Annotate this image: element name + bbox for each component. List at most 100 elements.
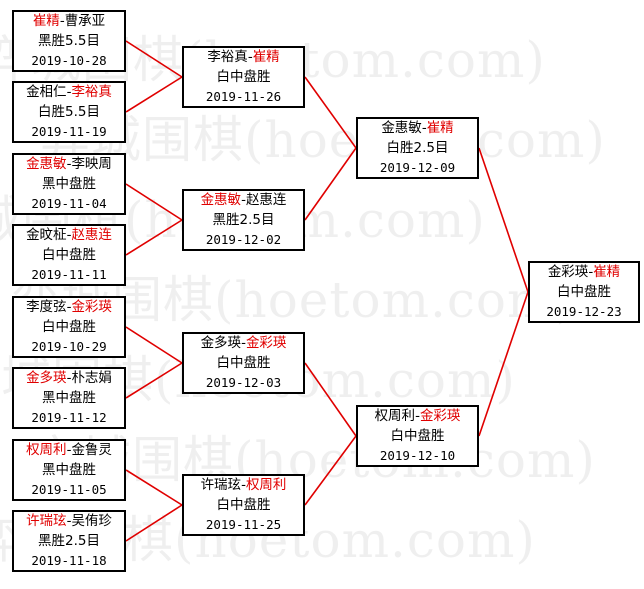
match-result: 白胜5.5目 xyxy=(38,104,100,120)
match-box: 金惠敏-李映周 黑中盘胜 2019-11-04 xyxy=(12,153,126,215)
player-black: 李裕真 xyxy=(207,49,248,65)
players: 权周利-金鲁灵 xyxy=(26,442,112,458)
connector-line xyxy=(125,469,183,506)
connector-line xyxy=(304,147,357,221)
match-date: 2019-11-26 xyxy=(205,89,282,104)
match-date: 2019-12-09 xyxy=(379,160,456,175)
match-box: 权周利-金鲁灵 黑中盘胜 2019-11-05 xyxy=(12,439,126,501)
player-white: 金彩瑛 xyxy=(71,299,112,315)
match-box: 许瑞玹-权周利 白中盘胜 2019-11-25 xyxy=(182,474,305,536)
player-white: 赵惠连 xyxy=(71,227,112,243)
match-box: 金相仁-李裕真 白胜5.5目 2019-11-19 xyxy=(12,81,126,143)
match-result: 黑胜2.5目 xyxy=(212,212,275,228)
match-result: 白中盘胜 xyxy=(216,497,271,513)
match-date: 2019-10-28 xyxy=(31,53,107,68)
player-black: 金多瑛 xyxy=(26,370,67,386)
player-white: 金彩瑛 xyxy=(419,408,461,424)
player-white: 权周利 xyxy=(245,477,287,493)
connector-line xyxy=(125,326,183,364)
players: 崔精-曹承亚 xyxy=(32,13,106,29)
connector-line xyxy=(125,362,183,399)
player-white: 李裕真 xyxy=(71,84,112,100)
match-box: 金惠敏-赵惠连 黑胜2.5目 2019-12-02 xyxy=(182,189,305,251)
players: 许瑞玹-权周利 xyxy=(200,477,287,493)
connector-line xyxy=(478,147,529,293)
player-black: 金相仁 xyxy=(26,84,67,100)
players: 金彩瑛-崔精 xyxy=(547,264,621,280)
connector-line xyxy=(125,219,183,256)
players: 许瑞玹-吴侑珍 xyxy=(26,513,112,529)
match-date: 2019-12-23 xyxy=(546,304,622,319)
player-black: 金旼柾 xyxy=(26,227,67,243)
match-date: 2019-11-19 xyxy=(31,124,107,139)
match-result: 白中盘胜 xyxy=(390,428,445,444)
match-result: 白中盘胜 xyxy=(42,319,96,335)
match-date: 2019-10-29 xyxy=(31,339,107,354)
match-box: 李度弦-金彩瑛 白中盘胜 2019-10-29 xyxy=(12,296,126,358)
player-black: 崔精 xyxy=(32,13,60,29)
player-white: 金彩瑛 xyxy=(245,335,287,351)
match-date: 2019-12-02 xyxy=(205,232,282,247)
players: 李裕真-崔精 xyxy=(207,49,280,65)
players: 金惠敏-李映周 xyxy=(26,156,112,172)
players: 李度弦-金彩瑛 xyxy=(26,299,112,315)
player-black: 金彩瑛 xyxy=(547,264,589,280)
match-date: 2019-11-04 xyxy=(31,196,107,211)
match-date: 2019-11-25 xyxy=(205,517,282,532)
match-box: 金多瑛-金彩瑛 白中盘胜 2019-12-03 xyxy=(182,332,305,394)
player-black: 金惠敏 xyxy=(26,156,67,172)
connector-line xyxy=(304,362,357,437)
match-result: 白中盘胜 xyxy=(557,284,611,300)
connector-line xyxy=(125,40,183,78)
match-result: 黑胜2.5目 xyxy=(38,533,100,549)
player-black: 许瑞玹 xyxy=(200,477,242,493)
connector-line xyxy=(125,504,183,542)
player-black: 权周利 xyxy=(374,408,416,424)
player-white: 金鲁灵 xyxy=(71,442,112,458)
connector-line xyxy=(304,76,357,149)
player-white: 李映周 xyxy=(71,156,112,172)
match-box: 金惠敏-崔精 白胜2.5目 2019-12-09 xyxy=(356,117,479,179)
player-white: 朴志娟 xyxy=(71,370,112,386)
players: 金多瑛-朴志娟 xyxy=(26,370,112,386)
player-black: 权周利 xyxy=(26,442,67,458)
match-date: 2019-11-18 xyxy=(31,553,107,568)
final-match-box: 金彩瑛-崔精 白中盘胜 2019-12-23 xyxy=(528,261,640,323)
match-date: 2019-11-05 xyxy=(31,482,107,497)
player-white: 吴侑珍 xyxy=(71,513,112,529)
players: 金旼柾-赵惠连 xyxy=(26,227,112,243)
match-date: 2019-12-03 xyxy=(205,375,282,390)
match-result: 白中盘胜 xyxy=(216,355,271,371)
player-white: 崔精 xyxy=(593,264,621,280)
players: 金多瑛-金彩瑛 xyxy=(200,335,287,351)
match-result: 黑胜5.5目 xyxy=(38,33,100,49)
player-black: 李度弦 xyxy=(26,299,67,315)
match-box: 崔精-曹承亚 黑胜5.5目 2019-10-28 xyxy=(12,10,126,72)
player-white: 赵惠连 xyxy=(245,192,287,208)
connector-line xyxy=(125,76,183,113)
match-result: 白中盘胜 xyxy=(42,247,96,263)
player-black: 金多瑛 xyxy=(200,335,242,351)
connector-line xyxy=(478,291,529,437)
connector-line xyxy=(125,183,183,221)
match-result: 黑中盘胜 xyxy=(42,462,96,478)
match-box: 金多瑛-朴志娟 黑中盘胜 2019-11-12 xyxy=(12,367,126,429)
match-box: 权周利-金彩瑛 白中盘胜 2019-12-10 xyxy=(356,405,479,467)
players: 金惠敏-赵惠连 xyxy=(200,192,287,208)
player-black: 金惠敏 xyxy=(200,192,242,208)
match-result: 黑中盘胜 xyxy=(42,390,96,406)
connector-line xyxy=(304,435,357,506)
player-white: 曹承亚 xyxy=(64,13,106,29)
match-box: 金旼柾-赵惠连 白中盘胜 2019-11-11 xyxy=(12,224,126,286)
match-date: 2019-12-10 xyxy=(379,448,456,463)
match-date: 2019-11-11 xyxy=(31,267,107,282)
match-result: 白胜2.5目 xyxy=(386,140,449,156)
players: 金惠敏-崔精 xyxy=(381,120,454,136)
match-box: 李裕真-崔精 白中盘胜 2019-11-26 xyxy=(182,46,305,108)
player-black: 金惠敏 xyxy=(381,120,422,136)
player-white: 崔精 xyxy=(252,49,280,65)
players: 金相仁-李裕真 xyxy=(26,84,112,100)
match-result: 黑中盘胜 xyxy=(42,176,96,192)
